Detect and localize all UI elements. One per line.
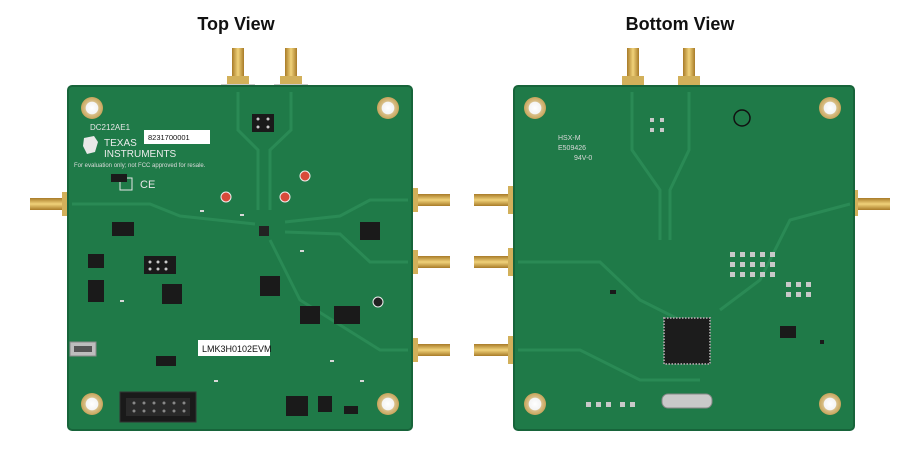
sma-connector-left	[30, 192, 72, 216]
model-label: LMK3H0102EVM	[202, 344, 272, 354]
sma-connector-bottom-top-2	[678, 48, 700, 86]
sma-connector-bottom-left-1	[474, 186, 518, 214]
sma-connector-bottom-top-1	[622, 48, 644, 86]
disclaimer-text: For evaluation only; not FCC approved fo…	[74, 163, 206, 169]
serial-label: 8231700001	[148, 133, 190, 142]
top-view-title: Top View	[197, 14, 275, 34]
board-id-label: DC212AE1	[90, 123, 131, 132]
brand-line-2: INSTRUMENTS	[104, 149, 177, 160]
bottom-marking-2: E509426	[558, 145, 586, 152]
brand-line-1: TEXAS	[104, 138, 137, 149]
sma-connector-right-2	[408, 250, 450, 274]
bottom-marking-3: 94V-0	[574, 155, 592, 162]
bottom-board: HSX-M E509426 94V-0	[474, 48, 890, 431]
top-board: DC212AE1 TEXAS INSTRUMENTS 8231700001 Fo…	[30, 48, 450, 431]
sma-connector-right-3	[408, 338, 450, 362]
sma-connector-bottom-left-2	[474, 248, 518, 276]
sma-connector-bottom-left-3	[474, 336, 518, 364]
ce-mark: CE	[140, 179, 155, 191]
sma-connector-right-1	[408, 188, 450, 212]
bottom-marking-1: HSX-M	[558, 135, 581, 142]
bottom-view-title: Bottom View	[625, 14, 735, 34]
ti-logo	[83, 136, 98, 154]
